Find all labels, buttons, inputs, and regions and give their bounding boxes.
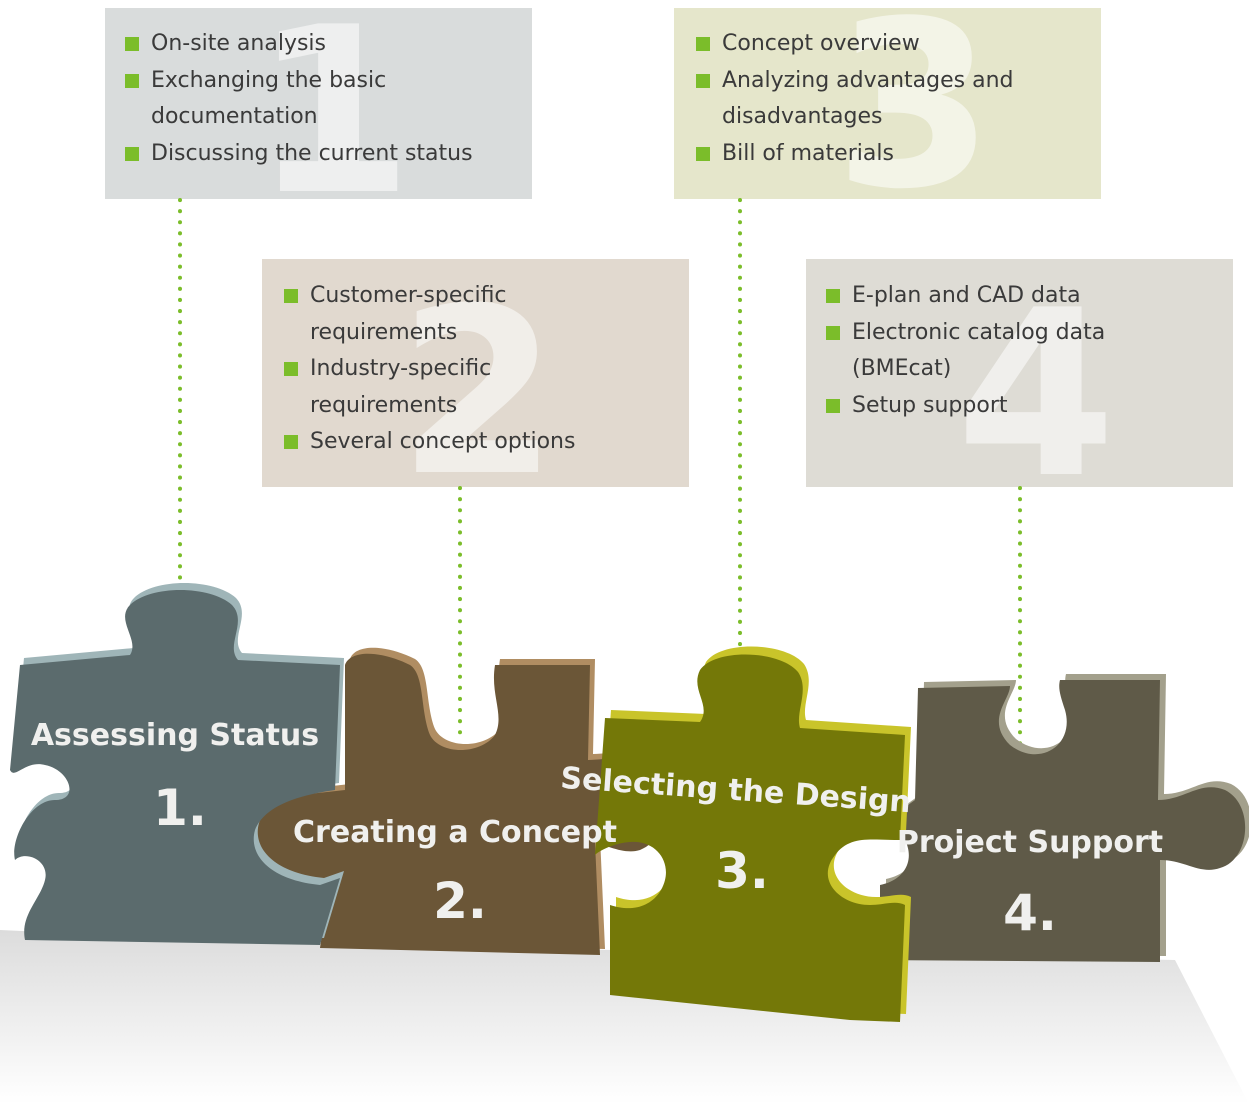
piece-2-number: 2. [433,872,487,930]
list-item: Setup support [826,388,1233,425]
list-item: Discussing the current status [125,136,532,173]
list-item: Several concept options [284,424,689,461]
green-square-bullet-icon [284,362,298,376]
step-2-item-list: Customer-specific requirements Industry-… [284,278,689,461]
piece-4-title: Project Support [897,825,1163,860]
puzzle-piece-2 [249,647,675,955]
step-4-item-list: E-plan and CAD data Electronic catalog d… [826,278,1233,424]
green-square-bullet-icon [826,289,840,303]
step-3-item-list: Concept overview Analyzing advantages an… [696,26,1101,172]
list-item: Exchanging the basic documentation [125,63,411,136]
piece-4-number: 4. [1003,884,1057,942]
floor-shadow [0,930,1249,1104]
green-square-bullet-icon [125,73,139,88]
green-square-bullet-icon [125,37,139,51]
green-square-bullet-icon [826,325,840,340]
green-square-bullet-icon [284,289,298,303]
list-item: On-site analysis [125,26,532,63]
green-square-bullet-icon [284,435,298,449]
list-item: Bill of materials [696,136,1101,173]
green-square-bullet-icon [125,146,139,161]
green-square-bullet-icon [696,146,710,161]
green-square-bullet-icon [696,37,710,51]
piece-1-title: Assessing Status [31,718,319,753]
list-item: Customer-specific requirements [284,278,540,351]
list-item: Electronic catalog data (BMEcat) [826,315,1132,388]
puzzle-piece-1 [10,583,344,945]
puzzle-piece-4 [860,674,1249,962]
step-1-item-list: On-site analysis Exchanging the basic do… [125,26,532,172]
list-item: Analyzing advantages and disadvantages [696,63,1042,136]
list-item: E-plan and CAD data [826,278,1233,315]
piece-2-title: Creating a Concept [293,815,617,850]
green-square-bullet-icon [696,73,710,88]
piece-3-number: 3. [715,842,769,900]
green-square-bullet-icon [826,398,840,413]
list-item: Industry-specific requirements [284,351,540,424]
puzzle-piece-3 [595,646,911,1022]
list-item: Concept overview [696,26,1101,63]
piece-1-number: 1. [153,779,207,837]
